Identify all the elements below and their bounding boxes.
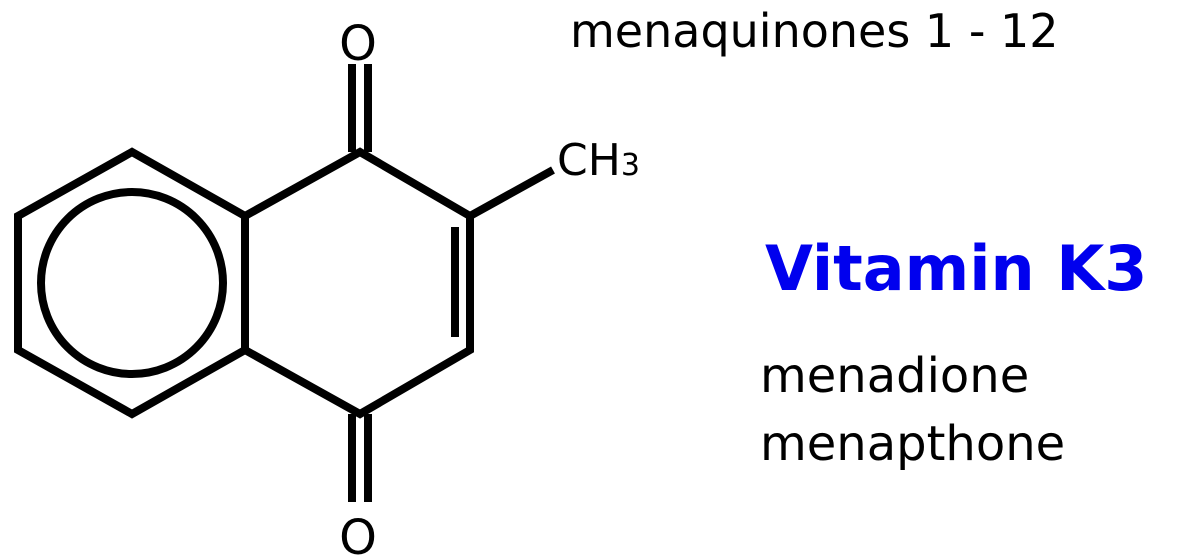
vitamin-k3-title: Vitamin K3 <box>765 232 1148 305</box>
quinone-ring <box>243 147 474 419</box>
oxygen-top-label: O <box>339 16 377 72</box>
methyl-label: CH3 <box>557 135 640 186</box>
aromatic-circle <box>37 188 227 378</box>
synonym-menadione: menadione <box>760 348 1030 404</box>
methyl-label-main: CH <box>557 135 621 186</box>
menaquinones-caption: menaquinones 1 - 12 <box>570 4 1059 58</box>
methyl-bond <box>468 166 555 220</box>
synonym-menapthone: menapthone <box>760 416 1066 472</box>
oxygen-bottom-label: O <box>339 510 377 560</box>
methyl-label-subscript: 3 <box>621 148 640 183</box>
